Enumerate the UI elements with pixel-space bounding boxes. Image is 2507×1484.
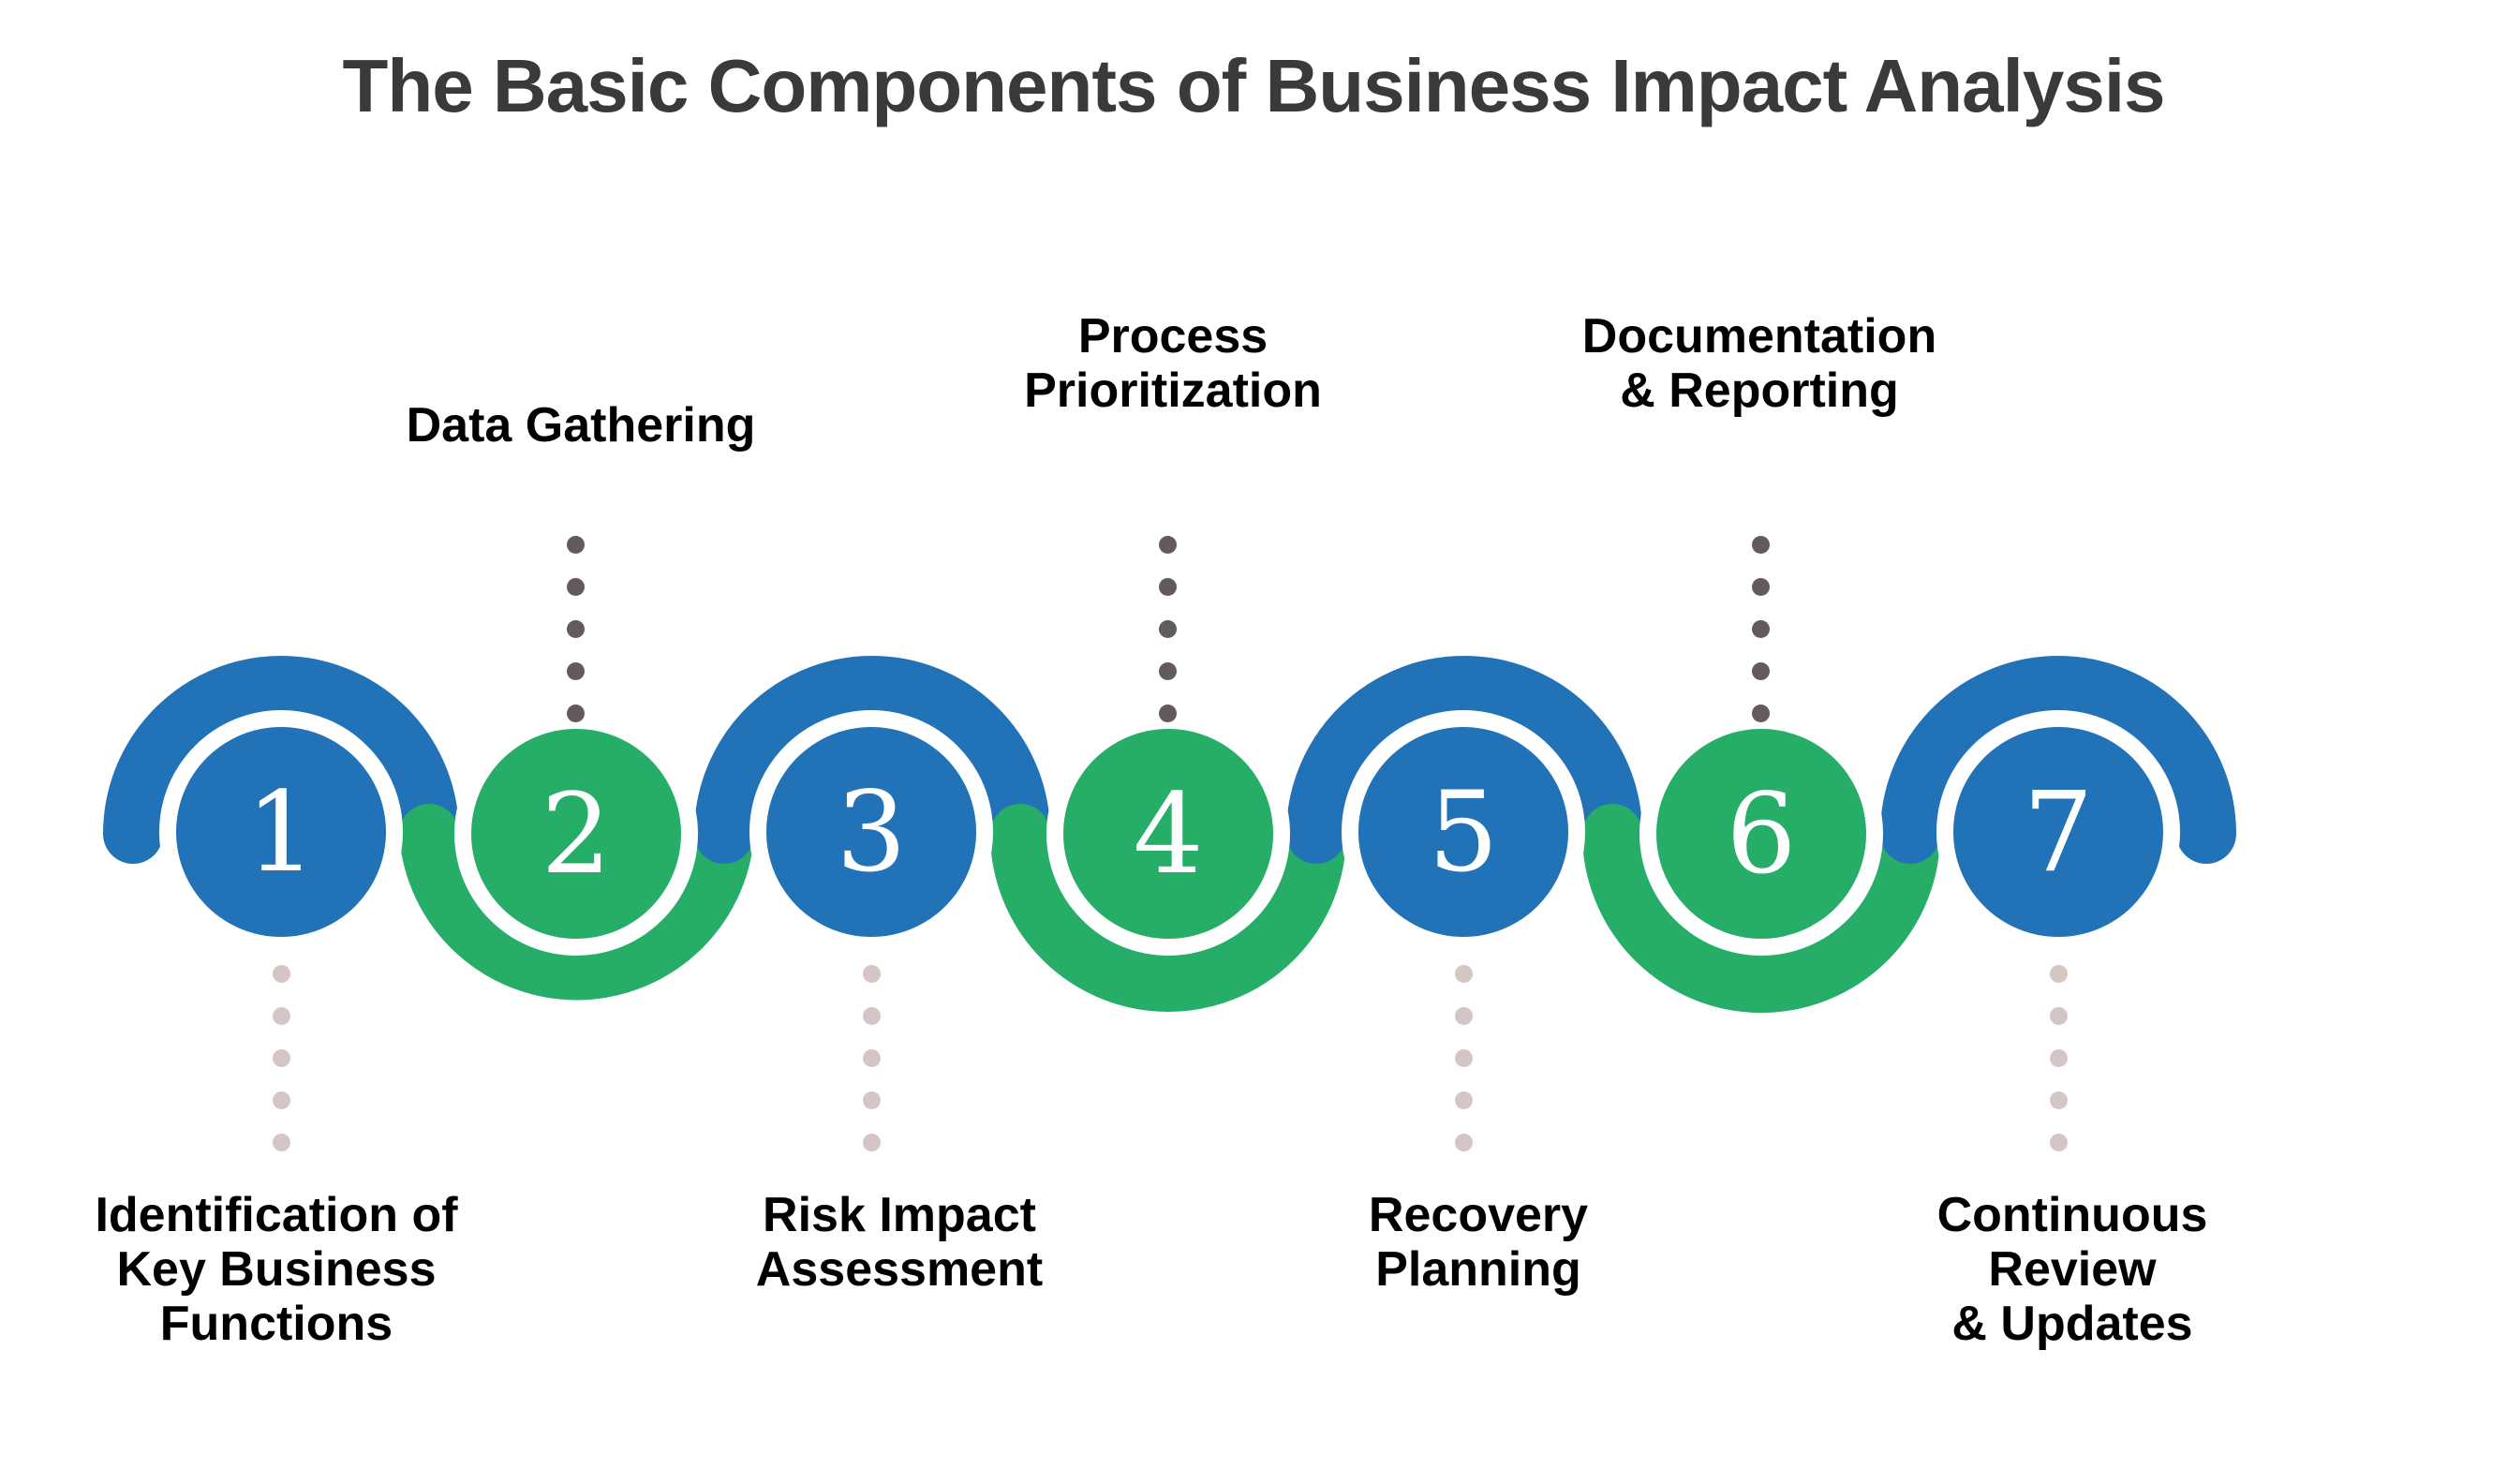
- connector-dot: [1159, 620, 1177, 638]
- page-title: The Basic Components of Business Impact …: [342, 44, 2165, 127]
- connector-dot: [567, 578, 585, 596]
- connector-dot: [1752, 536, 1770, 554]
- connector-dot: [1159, 705, 1177, 722]
- connector-dot: [2050, 1134, 2068, 1151]
- connector-dot: [1455, 1091, 1473, 1109]
- connector-dot: [273, 1134, 290, 1151]
- connector-dot: [567, 662, 585, 680]
- dotted-connector-up-2: [567, 536, 585, 722]
- step-circle-2[interactable]: 2: [471, 729, 681, 939]
- step-number-3: 3: [836, 767, 907, 897]
- connector-dot: [2050, 965, 2068, 983]
- connector-dot: [863, 1134, 881, 1151]
- connector-dot: [2050, 1007, 2068, 1025]
- step-number-2: 2: [541, 769, 612, 898]
- step-number-7: 7: [2023, 767, 2094, 897]
- connector-dot: [1752, 662, 1770, 680]
- connector-dot: [273, 1091, 290, 1109]
- step-circle-5[interactable]: 5: [1358, 727, 1568, 937]
- step-label-7: Continuous Review & Updates: [1936, 1188, 2208, 1352]
- step-number-5: 5: [1428, 767, 1499, 897]
- step-number-6: 6: [1726, 769, 1797, 898]
- connector-dot: [2050, 1091, 2068, 1109]
- connector-dot: [1455, 1049, 1473, 1067]
- connector-dot: [1455, 1134, 1473, 1151]
- connector-dot: [863, 1049, 881, 1067]
- connector-dot: [1159, 536, 1177, 554]
- step-label-5: Recovery Planning: [1368, 1188, 1589, 1298]
- connector-dot: [1455, 1007, 1473, 1025]
- connector-dot: [567, 536, 585, 554]
- connector-dot: [1455, 965, 1473, 983]
- step-label-2: Data Gathering: [406, 398, 756, 453]
- step-label-4: Process Prioritization: [1024, 309, 1322, 419]
- step-circle-6[interactable]: 6: [1656, 729, 1866, 939]
- step-label-1: Identification of Key Business Functions: [95, 1188, 458, 1352]
- dotted-connector-down-1: [273, 965, 290, 1151]
- dotted-connector-up-6: [1752, 536, 1770, 722]
- connector-dot: [273, 965, 290, 983]
- step-label-6: Documentation & Reporting: [1581, 309, 1937, 419]
- step-circle-1[interactable]: 1: [176, 727, 386, 937]
- connector-dot: [567, 620, 585, 638]
- connector-dot: [1752, 705, 1770, 722]
- connector-dot: [2050, 1049, 2068, 1067]
- step-circle-3[interactable]: 3: [766, 727, 976, 937]
- connector-dot: [1159, 578, 1177, 596]
- connector-dot: [863, 1007, 881, 1025]
- connector-dot: [273, 1049, 290, 1067]
- dotted-connector-down-5: [1455, 965, 1473, 1151]
- dotted-connector-down-7: [2050, 965, 2068, 1151]
- step-circle-7[interactable]: 7: [1953, 727, 2163, 937]
- connector-dot: [863, 1091, 881, 1109]
- connector-dot: [1159, 662, 1177, 680]
- dotted-connector-up-4: [1159, 536, 1177, 722]
- connector-dot: [273, 1007, 290, 1025]
- step-number-4: 4: [1133, 769, 1204, 898]
- step-label-3: Risk Impact Assessment: [755, 1188, 1044, 1298]
- connector-dot: [1752, 578, 1770, 596]
- dotted-connector-down-3: [863, 965, 881, 1151]
- connector-dot: [1752, 620, 1770, 638]
- connector-dot: [567, 705, 585, 722]
- step-circle-4[interactable]: 4: [1063, 729, 1273, 939]
- step-number-1: 1: [245, 767, 317, 897]
- connector-dot: [863, 965, 881, 983]
